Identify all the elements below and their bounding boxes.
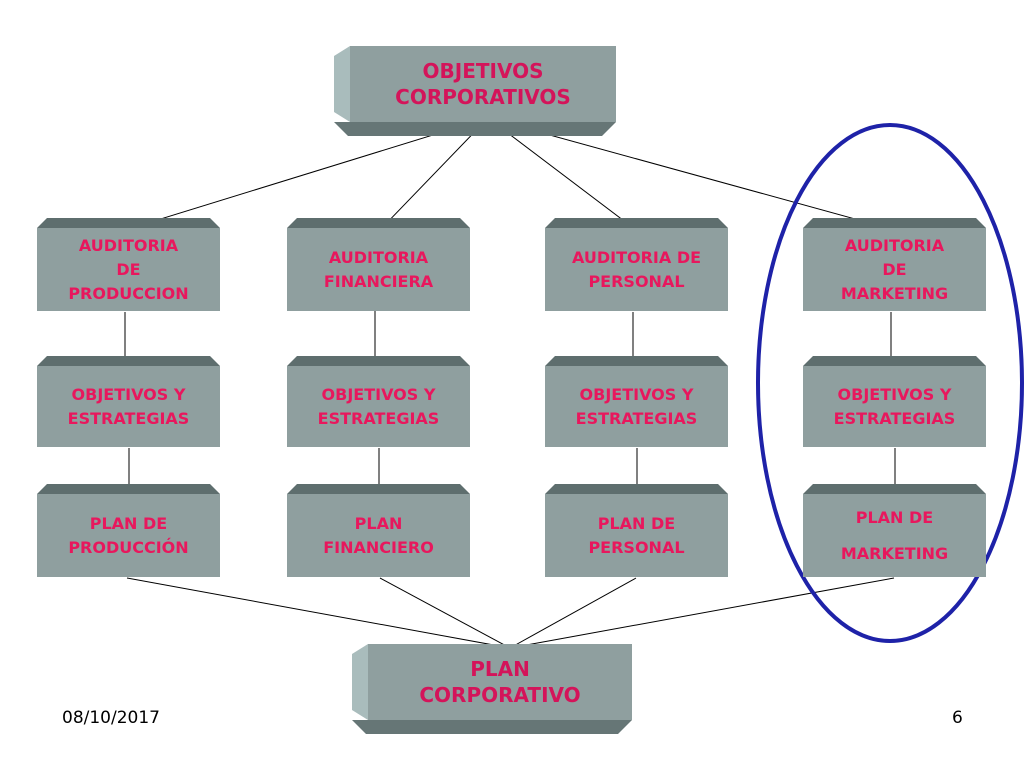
box-top-shade [37,218,220,228]
audit-box-marketing: AUDITORIA DE MARKETING [803,228,986,311]
plan-box-produccion: PLAN DE PRODUCCIÓN [37,494,220,577]
objectives-box-marketing: OBJETIVOS Y ESTRATEGIAS [803,366,986,447]
audit-label: AUDITORIA DE MARKETING [840,235,949,303]
box-top-shade [287,356,470,366]
plan-corporativo-label: PLAN CORPORATIVO [419,657,581,707]
box-top-shade [803,356,986,366]
box-top-shade [287,218,470,228]
objectives-label: OBJETIVOS Y ESTRATEGIAS [833,384,956,428]
objetivos-corporativos-label: OBJETIVOS CORPORATIVOS [395,59,571,109]
plan-box-financiero: PLAN FINANCIERO [287,494,470,577]
plan-corporativo-box: PLAN CORPORATIVO [368,644,632,720]
audit-box-financiera: AUDITORIA FINANCIERA [287,228,470,311]
plan-box-personal: PLAN DE PERSONAL [545,494,728,577]
objectives-box-financiera: OBJETIVOS Y ESTRATEGIAS [287,366,470,447]
box-top-shade [803,484,986,494]
box-side-shade [352,644,368,720]
objectives-label: OBJETIVOS Y ESTRATEGIAS [67,384,190,428]
audit-box-produccion: AUDITORIA DE PRODUCCION [37,228,220,311]
box-top-shade [545,484,728,494]
plan-label: PLAN DE MARKETING [840,507,949,563]
footer-date: 08/10/2017 [62,708,160,728]
box-top-shade [545,218,728,228]
plan-box-marketing: PLAN DE MARKETING [803,494,986,577]
box-bottom-shade [334,122,616,136]
box-top-shade [803,218,986,228]
objectives-box-produccion: OBJETIVOS Y ESTRATEGIAS [37,366,220,447]
plan-label: PLAN FINANCIERO [323,513,434,557]
audit-label: AUDITORIA DE PRODUCCION [68,235,189,303]
audit-label: AUDITORIA FINANCIERA [323,247,434,291]
audit-box-personal: AUDITORIA DE PERSONAL [545,228,728,311]
audit-label: AUDITORIA DE PERSONAL [571,247,702,291]
plan-label: PLAN DE PERSONAL [588,513,685,557]
box-side-shade [334,46,350,122]
plan-label: PLAN DE PRODUCCIÓN [68,513,189,557]
box-top-shade [545,356,728,366]
box-top-shade [287,484,470,494]
box-bottom-shade [352,720,632,734]
objectives-box-personal: OBJETIVOS Y ESTRATEGIAS [545,366,728,447]
objetivos-corporativos-box: OBJETIVOS CORPORATIVOS [350,46,616,122]
objectives-label: OBJETIVOS Y ESTRATEGIAS [575,384,698,428]
highlight-ellipse [756,123,1024,643]
box-top-shade [37,484,220,494]
box-top-shade [37,356,220,366]
page-number: 6 [952,708,963,728]
objectives-label: OBJETIVOS Y ESTRATEGIAS [317,384,440,428]
